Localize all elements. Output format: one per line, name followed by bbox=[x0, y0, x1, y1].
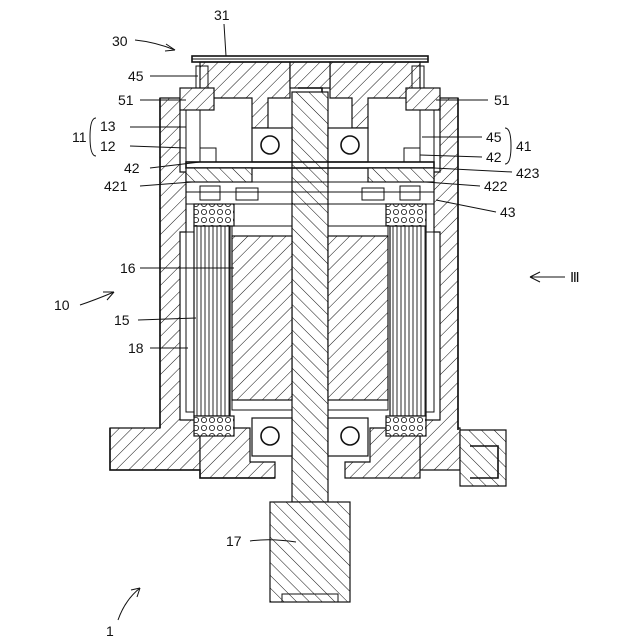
label-41: 41 bbox=[516, 138, 532, 154]
label-16: 16 bbox=[120, 260, 136, 276]
label-13: 13 bbox=[100, 118, 116, 134]
label-42-left: 42 bbox=[124, 160, 140, 176]
label-10: 10 bbox=[54, 297, 70, 313]
label-15: 15 bbox=[114, 312, 130, 328]
label-view-III: Ⅲ bbox=[570, 269, 580, 285]
label-30: 30 bbox=[112, 33, 128, 49]
label-1: 1 bbox=[106, 623, 114, 639]
label-43: 43 bbox=[500, 204, 516, 220]
label-42-right: 42 bbox=[486, 149, 502, 165]
label-422: 422 bbox=[484, 178, 508, 194]
label-17: 17 bbox=[226, 533, 242, 549]
label-45-left: 45 bbox=[128, 68, 144, 84]
label-11: 11 bbox=[72, 129, 87, 145]
label-51-right: 51 bbox=[494, 92, 510, 108]
label-31: 31 bbox=[214, 7, 230, 23]
label-421: 421 bbox=[104, 178, 128, 194]
label-45-right: 45 bbox=[486, 129, 502, 145]
label-18: 18 bbox=[128, 340, 144, 356]
label-51-left: 51 bbox=[118, 92, 134, 108]
label-423: 423 bbox=[516, 165, 540, 181]
label-12: 12 bbox=[100, 138, 116, 154]
